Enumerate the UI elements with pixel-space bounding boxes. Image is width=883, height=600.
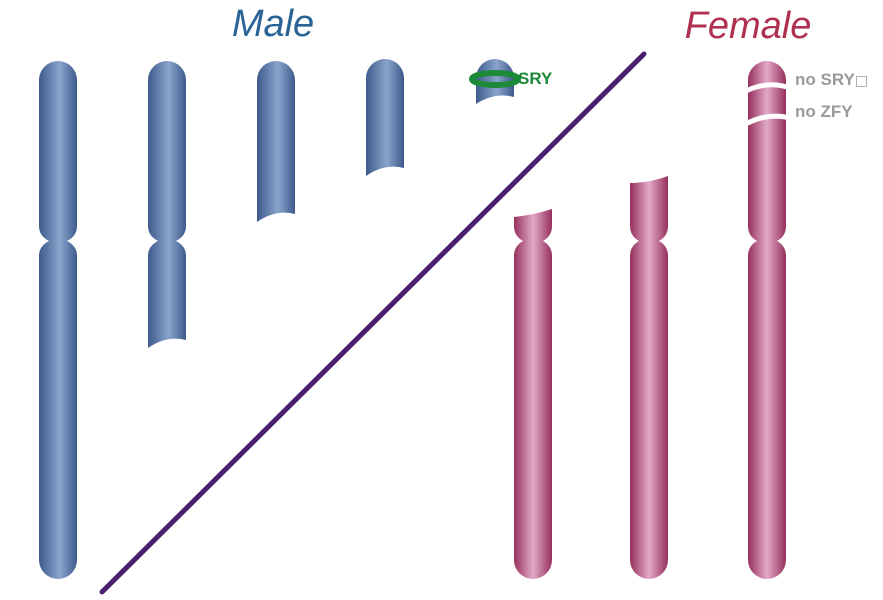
no-sry-label: no SRY□ <box>795 70 868 89</box>
male-chromosome-upper-arm <box>257 61 295 222</box>
sry-label: SRY <box>518 69 553 88</box>
male-chromosome-short-arm <box>366 59 404 176</box>
female-chromosome-long-stub <box>630 176 668 579</box>
gap-no-zfy <box>741 113 793 128</box>
male-chromosome-full <box>39 61 77 579</box>
female-chromosome-full <box>741 61 793 579</box>
no-sry-text: no SRY <box>795 70 855 89</box>
sry-band <box>469 70 521 88</box>
no-sry-glyph: □ <box>855 73 868 89</box>
female-heading: Female <box>685 5 812 47</box>
diagonal-divider-line <box>99 51 647 595</box>
male-chromosome-cut-lower-arm <box>148 61 186 348</box>
no-zfy-label: no ZFY <box>795 102 853 121</box>
female-chromosome-short-stub <box>514 209 552 579</box>
male-heading: Male <box>232 3 314 45</box>
gap-no-sry <box>741 82 793 95</box>
male-chromosome-sry-tip <box>469 59 521 104</box>
